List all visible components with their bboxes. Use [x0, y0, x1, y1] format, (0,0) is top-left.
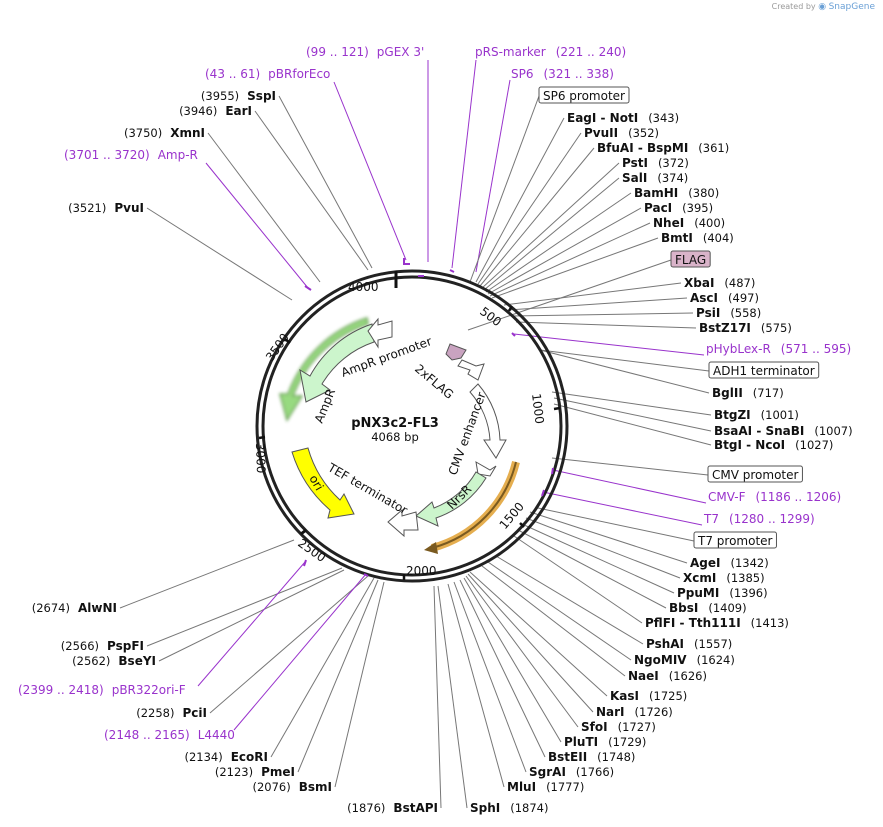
- primer-marks: [303, 258, 554, 577]
- svg-text:SP6 promoter: SP6 promoter: [543, 89, 625, 103]
- leader-lines: [119, 59, 712, 809]
- cmv-enhancer-feature[interactable]: [469, 383, 507, 459]
- tef-terminator-feature[interactable]: [387, 508, 419, 538]
- site-sali-label[interactable]: SalI(374): [622, 171, 688, 185]
- site-bbsi-label[interactable]: BbsI(1409): [669, 601, 747, 615]
- site-mlui-label[interactable]: MluI(1777): [507, 780, 584, 794]
- site-ngomiv-label[interactable]: NgoMIV(1624): [634, 653, 735, 667]
- site-btgzi-label[interactable]: BtgZI(1001): [714, 408, 799, 422]
- primer-amp-r-label[interactable]: (3701 .. 3720)Amp-R: [64, 148, 198, 162]
- plasmid-size: 4068 bp: [371, 430, 419, 444]
- site-bsmi-label[interactable]: (2076)BsmI: [252, 780, 332, 794]
- site-bglii-label[interactable]: BglII(717): [712, 386, 784, 400]
- ampr-feature[interactable]: [279, 317, 369, 422]
- primer-cmv-f-label[interactable]: CMV-F(1186 .. 1206): [708, 490, 841, 504]
- flag-feature[interactable]: [445, 343, 467, 361]
- site-psii-label[interactable]: PsiI(558): [696, 306, 761, 320]
- plasmid-name: pNX3c2-FL3: [351, 416, 439, 431]
- site-pflfi-label[interactable]: PflFI - Tth111I(1413): [645, 616, 789, 630]
- boxed-label-sp6-promoter[interactable]: SP6 promoter: [538, 86, 630, 104]
- site-kasi-label[interactable]: KasI(1725): [610, 689, 687, 703]
- site-psti-label[interactable]: PstI(372): [622, 156, 689, 170]
- primer-pbr322ori-f-label[interactable]: (2399 .. 2418)pBR322ori-F: [18, 683, 186, 697]
- tick-label-2000: 2000: [406, 564, 437, 578]
- site-ppumi-label[interactable]: PpuMI(1396): [677, 586, 768, 600]
- site-sphi-label[interactable]: SphI(1874): [470, 801, 549, 815]
- boxed-label-cmv-promoter[interactable]: CMV promoter: [707, 465, 803, 483]
- backbone-ring: [255, 269, 569, 583]
- site-pluti-label[interactable]: PluTI(1729): [564, 735, 646, 749]
- primer-pgex-3--label[interactable]: (99 .. 121)pGEX 3': [306, 45, 424, 59]
- site-xbai-label[interactable]: XbaI(487): [684, 276, 755, 290]
- site-bsteii-label[interactable]: BstEII(1748): [548, 750, 635, 764]
- tick-label-4000: 4000: [348, 280, 379, 294]
- tick-label-3000: 3000: [253, 443, 268, 474]
- site-pspfi-label[interactable]: (2566)PspFI: [61, 639, 144, 653]
- site-sgrai-label[interactable]: SgrAI(1766): [529, 765, 614, 779]
- snapgene-logo-icon: ◉: [818, 2, 827, 12]
- site-pvuii-label[interactable]: PvuII(352): [584, 126, 659, 140]
- boxed-label-flag[interactable]: FLAG: [670, 250, 711, 268]
- site-bfuai-label[interactable]: BfuAI - BspMI(361): [597, 141, 729, 155]
- site-sspi-label[interactable]: (3955)SspI: [201, 89, 276, 103]
- site-btgi-label[interactable]: BtgI - NcoI(1027): [714, 438, 833, 452]
- site-nari-label[interactable]: NarI(1726): [596, 705, 673, 719]
- site-bmti-label[interactable]: BmtI(404): [661, 231, 734, 245]
- tick-label-1000: 1000: [529, 393, 547, 425]
- site-naei-label[interactable]: NaeI(1626): [628, 669, 707, 683]
- ampr-promoter-feature[interactable]: [367, 317, 393, 349]
- site-pcii-label[interactable]: (2258)PciI: [136, 706, 207, 720]
- site-xmni-label[interactable]: (3750)XmnI: [124, 126, 205, 140]
- site-pvui-label[interactable]: (3521)PvuI: [68, 201, 144, 215]
- site-alwni-label[interactable]: (2674)AlwNI: [32, 601, 117, 615]
- feature-label-2xflag: 2xFLAG: [412, 362, 456, 402]
- site-eagi-label[interactable]: EagI - NotI(343): [567, 111, 679, 125]
- primer-phyblex-r-label[interactable]: pHybLex-R(571 .. 595): [706, 342, 851, 356]
- site-bstapi-label[interactable]: (1876)BstAPI: [347, 801, 438, 815]
- features: [279, 317, 520, 554]
- site-bseyi-label[interactable]: (2562)BseYI: [72, 654, 156, 668]
- boxed-label-t7-promoter[interactable]: T7 promoter: [693, 531, 777, 549]
- credit-line: Created by ◉ SnapGene: [772, 2, 875, 12]
- site-xcmi-label[interactable]: XcmI(1385): [683, 571, 765, 585]
- svg-text:ADH1 terminator: ADH1 terminator: [713, 364, 815, 378]
- boxed-label-adh1-terminator[interactable]: ADH1 terminator: [708, 361, 820, 379]
- tick-label-2500: 2500: [295, 536, 328, 565]
- site-asci-label[interactable]: AscI(497): [690, 291, 759, 305]
- svg-text:FLAG: FLAG: [675, 253, 706, 267]
- primer-t7-label[interactable]: T7(1280 .. 1299): [703, 512, 815, 526]
- primer-pbrforeco-label[interactable]: (43 .. 61)pBRforEco: [205, 67, 330, 81]
- feature-label-cmv-enhancer: CMV enhancer: [446, 390, 489, 477]
- primer-sp6-label[interactable]: SP6(321 .. 338): [511, 67, 614, 81]
- site-pmei-label[interactable]: (2123)PmeI: [215, 765, 295, 779]
- primer-l4440-label[interactable]: (2148 .. 2165)L4440: [104, 728, 235, 742]
- tick-marks: [258, 271, 561, 580]
- site-sfoi-label[interactable]: SfoI(1727): [581, 720, 656, 734]
- svg-text:CMV promoter: CMV promoter: [712, 468, 799, 482]
- ori-feature[interactable]: [291, 447, 355, 519]
- credit-brand: SnapGene: [828, 2, 875, 12]
- site-nhei-label[interactable]: NheI(400): [653, 216, 725, 230]
- primer-prs-marker-label[interactable]: pRS-marker(221 .. 240): [475, 45, 626, 59]
- site-eari-label[interactable]: (3946)EarI: [179, 104, 252, 118]
- site-ecori-label[interactable]: (2134)EcoRI: [184, 750, 268, 764]
- feature-label-ori: ori: [306, 473, 326, 494]
- site-agei-label[interactable]: AgeI(1342): [690, 556, 769, 570]
- svg-text:T7 promoter: T7 promoter: [697, 534, 773, 548]
- site-labels: EagI - NotI(343)PvuII(352)BfuAI - BspMI(…: [18, 45, 853, 815]
- site-bsaai-label[interactable]: BsaAI - SnaBI(1007): [714, 424, 853, 438]
- credit-prefix: Created by: [771, 2, 816, 11]
- site-bamhi-label[interactable]: BamHI(380): [634, 186, 719, 200]
- site-bstz17i-label[interactable]: BstZ17I(575): [699, 321, 792, 335]
- site-paci-label[interactable]: PacI(395): [644, 201, 713, 215]
- site-pshai-label[interactable]: PshAI(1557): [646, 637, 732, 651]
